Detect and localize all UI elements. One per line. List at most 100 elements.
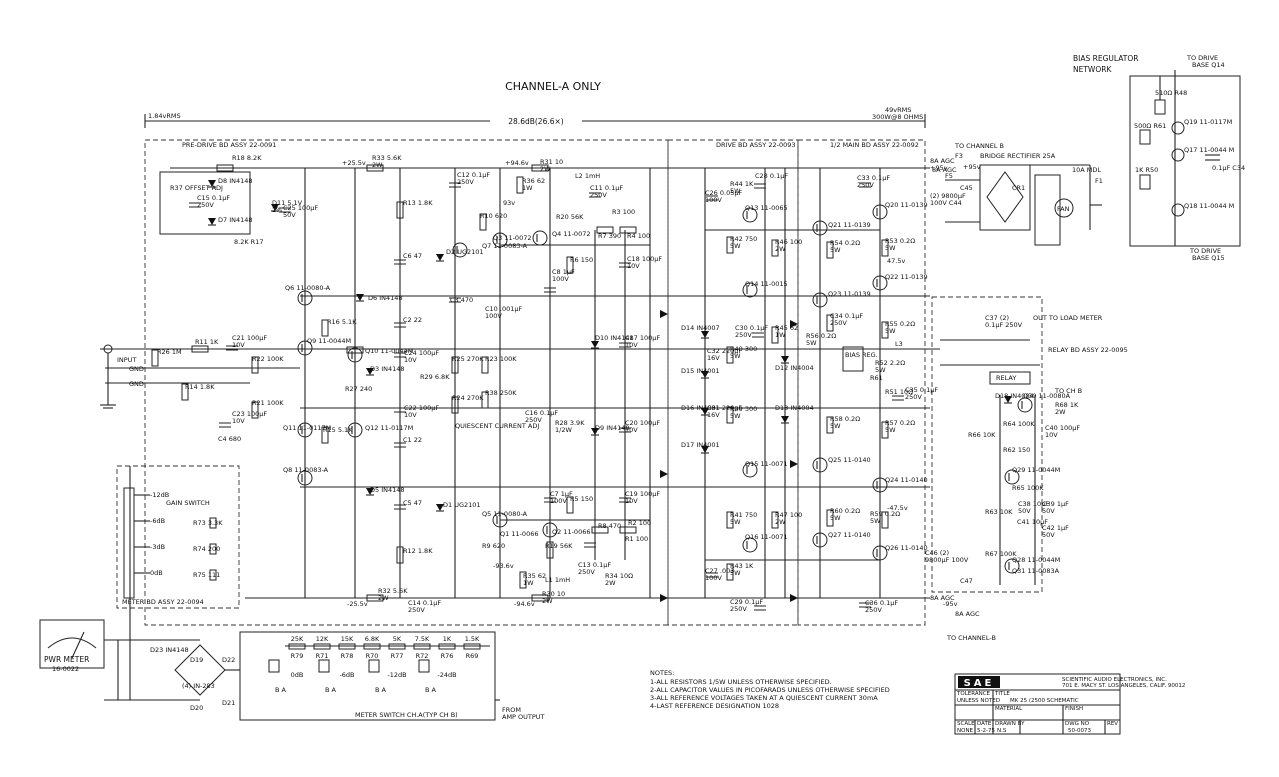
resistor-symbol — [531, 594, 549, 602]
component-label: 8.2K R17 — [234, 238, 263, 246]
transistor-symbol — [297, 340, 313, 356]
component-label: D21 — [222, 699, 235, 707]
component-label: Q2 11-0066 — [552, 528, 590, 536]
resistor-symbol — [519, 571, 527, 589]
component-label: C2 22 — [403, 316, 422, 324]
component-label: C28 0.1μF — [755, 172, 788, 180]
component-label: Q29 11-0044M — [1012, 466, 1060, 474]
meter-res-ref: R70 — [366, 652, 379, 660]
component-label: R61 — [870, 374, 883, 382]
diode-symbol — [356, 294, 364, 301]
resistor-symbol — [826, 314, 834, 332]
component-label: R6 150 — [570, 256, 593, 264]
component-label: Q3 11-0072 — [493, 234, 531, 242]
component-label: R10 620 — [480, 212, 507, 220]
component-label: R7 390 — [598, 232, 621, 240]
meter-section-ab: B A — [325, 686, 337, 694]
relay-board — [931, 296, 1043, 593]
diode-symbol — [271, 204, 279, 211]
drawn-value: N.S — [997, 728, 1007, 734]
meter-res-value: 1.5K — [465, 635, 480, 643]
meter-switch-label: METER SWITCH CH.A(TYP CH B) — [355, 711, 458, 719]
transistor-symbol — [297, 422, 313, 438]
component-label: L3 — [895, 340, 903, 348]
gain-step-label: -6dB — [150, 517, 165, 525]
resistor-symbol — [619, 226, 637, 234]
bias-network-title-1: BIAS REGULATOR — [1073, 54, 1138, 63]
meter-section-ab: B A — [275, 686, 287, 694]
gain-switch-label: GAIN SWITCH — [166, 499, 210, 507]
transistor-symbol — [872, 204, 888, 220]
q18-label: Q18 11-0044 M — [1184, 202, 1234, 210]
rail-pos-95: +95v — [930, 164, 948, 172]
transistor-symbol — [452, 242, 468, 258]
offset-adj-label: R37 OFFSET ADJ — [170, 184, 223, 192]
diode-symbol — [436, 504, 444, 511]
resistor-symbol — [479, 213, 487, 231]
from-amp-label-2: AMP OUTPUT — [502, 713, 545, 721]
to-channel-b-bot: TO CHANNEL-B — [946, 634, 996, 642]
resistor-symbol — [191, 345, 209, 353]
rail-pos-94: +94.6v — [505, 159, 529, 167]
resistor-symbol — [481, 356, 489, 374]
bias-to-bot-1: TO DRIVE — [1189, 247, 1221, 255]
resistor-symbol — [881, 511, 889, 529]
finish-label: FINISH — [1065, 706, 1083, 712]
gain-step-label: -3dB — [150, 543, 165, 551]
component-label: C5 47 — [403, 499, 422, 507]
title-block: SAE SCIENTIFIC AUDIO ELECTRONICS, INC. 7… — [954, 673, 1185, 735]
component-label: D13 IN4004 — [775, 404, 814, 412]
bias-to-bot-2: BASE Q15 — [1192, 254, 1225, 262]
rev-key: REV — [1107, 721, 1118, 727]
transformer — [1034, 174, 1061, 246]
component-label: (4) IN-283 — [182, 682, 215, 690]
notes-block: NOTES: 1-ALL RESISTORS 1/5W UNLESS OTHER… — [650, 669, 890, 710]
component-label: L2 1mH — [575, 172, 600, 180]
component-label: Q9 11-0044M — [307, 337, 351, 345]
component-label: Q22 11-0139 — [885, 273, 928, 281]
q19-label: Q19 11-0117M — [1184, 118, 1232, 126]
resistor-symbol — [826, 416, 834, 434]
component-label: R62 150 — [1003, 446, 1030, 454]
resistor-symbol — [396, 201, 404, 219]
transistor-symbol — [812, 220, 828, 236]
meter-res-value: 1K — [443, 635, 452, 643]
resistor-symbol — [366, 594, 384, 602]
bias-network-frame — [1129, 75, 1241, 247]
relay-label: RELAY — [996, 374, 1016, 382]
quiescent-label: QUIESCENT CURRENT ADJ — [455, 422, 539, 430]
resistor-symbol — [726, 406, 734, 424]
component-label: D5 IN4148 — [370, 486, 405, 494]
component-label: R64 100K — [1003, 420, 1035, 428]
bridge-rectifier — [979, 164, 1031, 231]
component-label: R25 270K — [452, 355, 484, 363]
component-label: C45 — [960, 184, 973, 192]
page-title: CHANNEL-A ONLY — [505, 80, 601, 93]
drawing-title: MK 25 (2500 SCHEMATIC — [1010, 698, 1079, 704]
title-key: TITLE — [994, 691, 1010, 697]
resistor-symbol — [881, 421, 889, 439]
component-label: D15 IN4001 — [681, 367, 720, 375]
diode-symbol — [208, 180, 216, 187]
date-value: 5-2-75 — [977, 728, 995, 734]
component-label: Q11 11-0117M — [283, 424, 331, 432]
resistor-symbol — [596, 226, 614, 234]
